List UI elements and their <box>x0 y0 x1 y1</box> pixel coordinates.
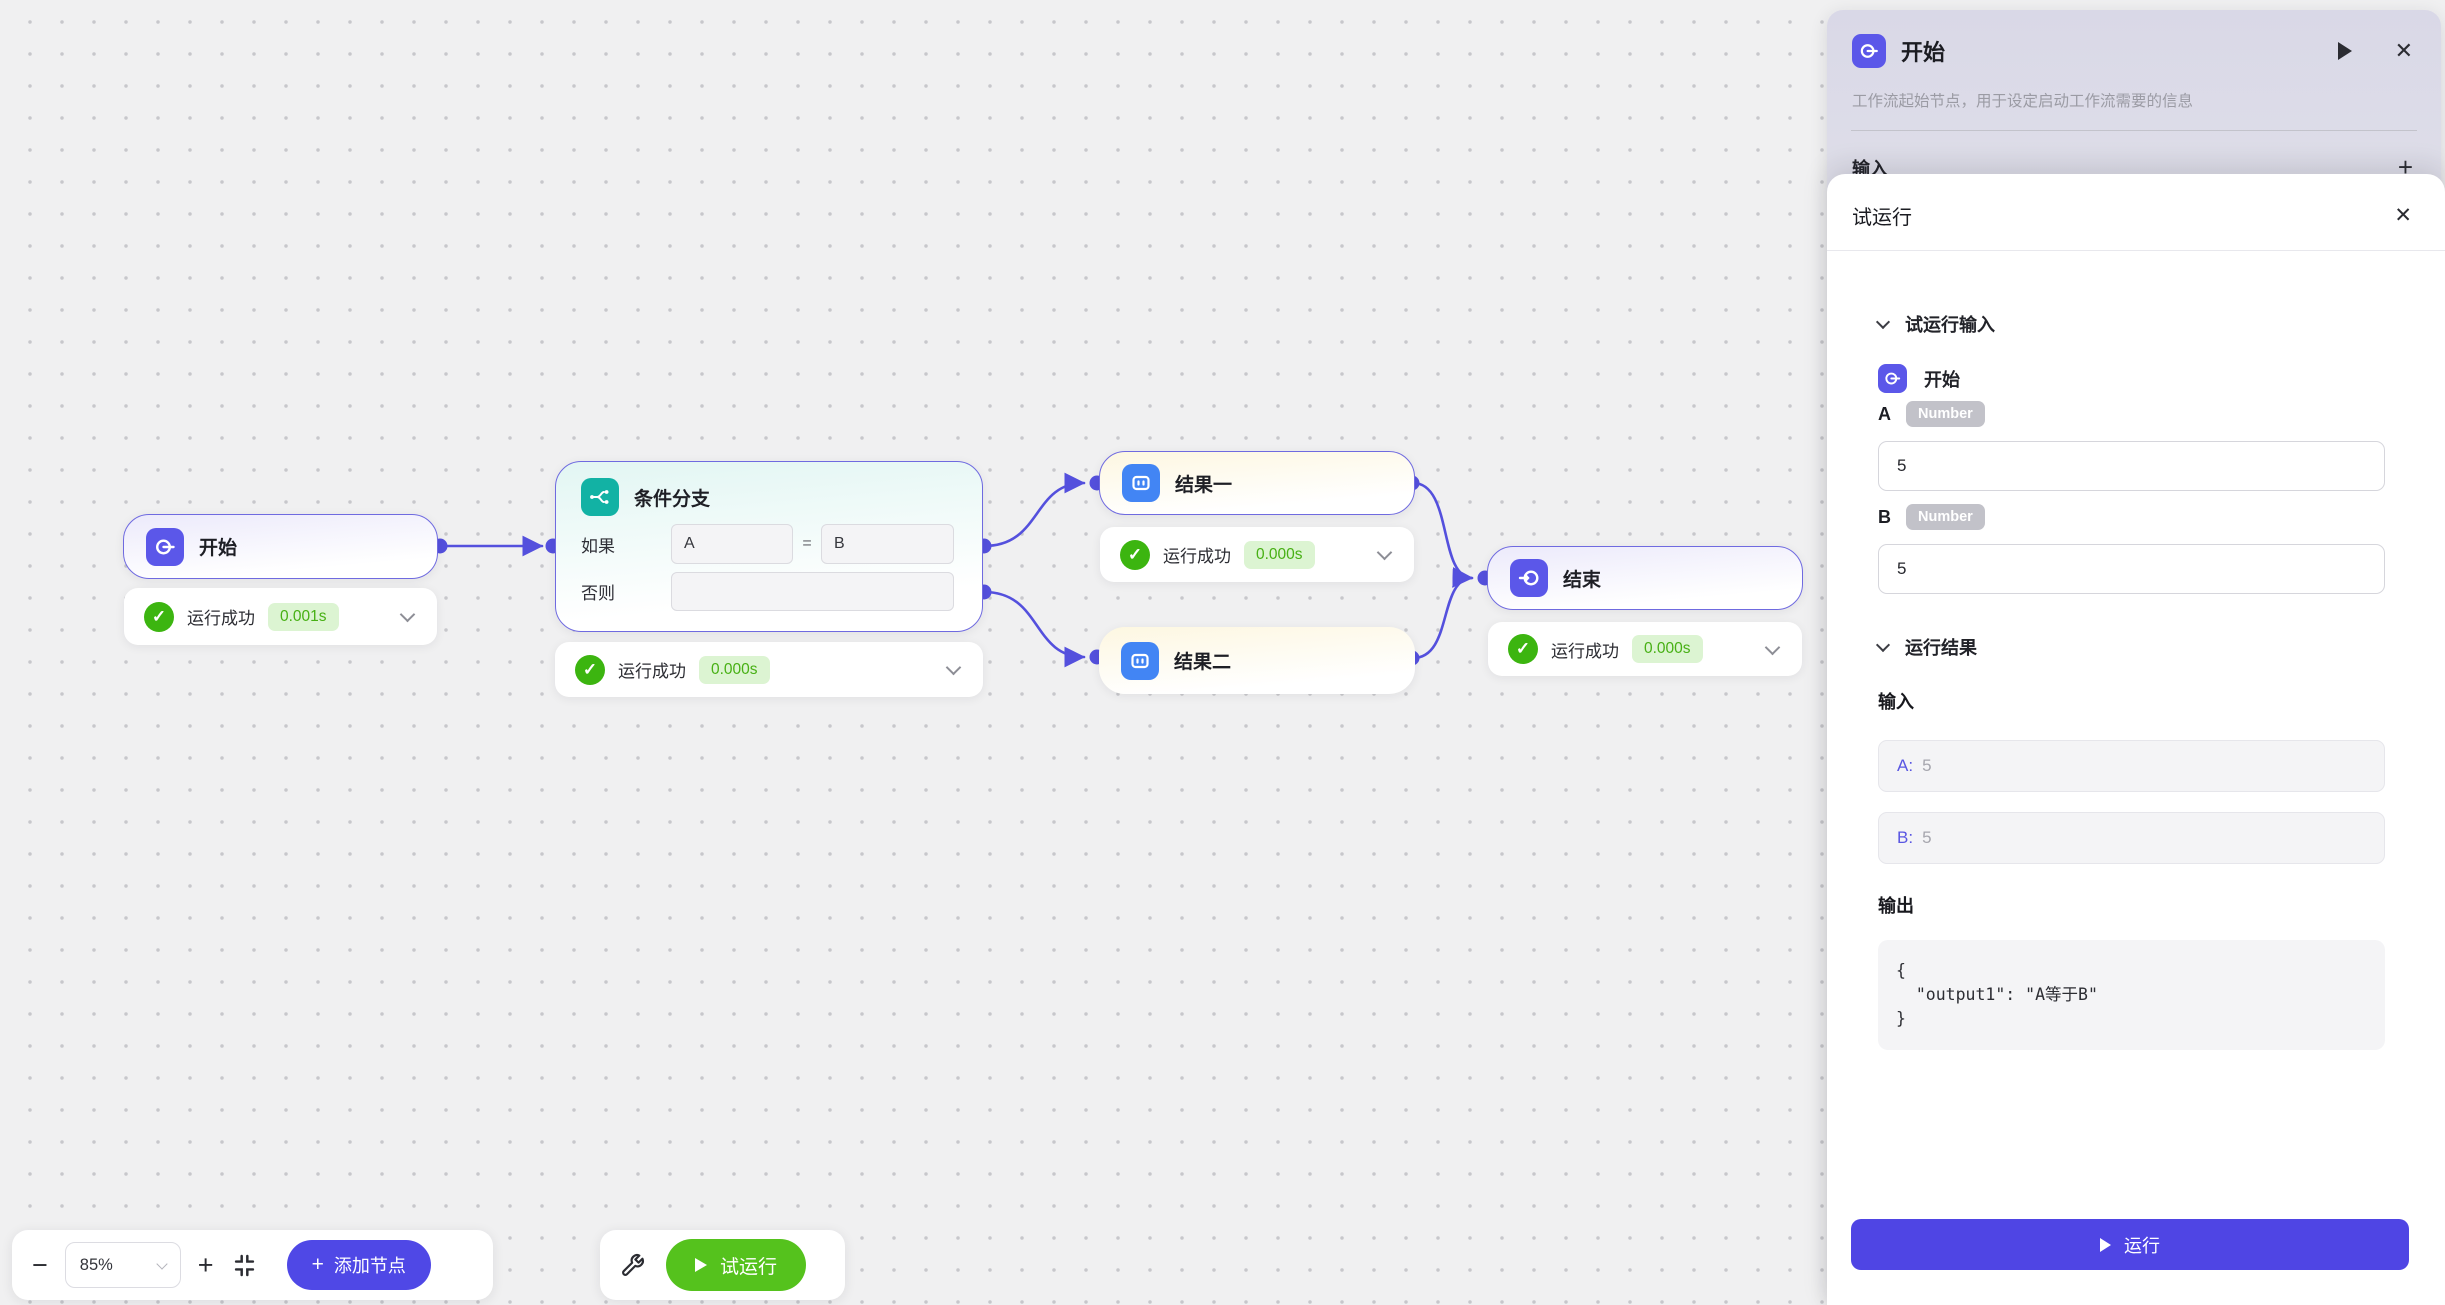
input-section-label: 输入 <box>1852 158 1888 179</box>
result-input-label: 输入 <box>1878 692 1914 712</box>
node-condition[interactable]: 条件分支 如果 A = B 否则 <box>555 461 983 632</box>
test-run-label: 试运行 <box>720 1256 778 1278</box>
field-name-b: B <box>1878 506 1891 527</box>
duration-badge: 0.000s <box>1632 635 1703 663</box>
divider <box>1827 250 2445 251</box>
status-card-condition[interactable]: ✓ 运行成功 0.000s <box>555 642 983 697</box>
else-label: 否则 <box>581 584 615 603</box>
test-run-title: 试运行 <box>1852 207 1912 229</box>
fit-view-button[interactable] <box>231 1252 258 1279</box>
panel-subtitle: 工作流起始节点，用于设定启动工作流需要的信息 <box>1852 93 2194 110</box>
run-button[interactable]: 运行 <box>1851 1219 2409 1270</box>
test-run-panel: 试运行 ✕ 试运行输入 开始 A Number B Number <box>1827 174 2445 1305</box>
close-icon[interactable]: ✕ <box>2394 204 2412 227</box>
node-result1[interactable]: 结果一 <box>1099 451 1415 515</box>
zoom-in-button[interactable]: + <box>197 1249 214 1280</box>
play-icon <box>695 1258 707 1272</box>
status-card-start[interactable]: ✓ 运行成功 0.001s <box>124 588 437 645</box>
add-node-button[interactable]: + 添加节点 <box>286 1240 431 1290</box>
status-card-end[interactable]: ✓ 运行成功 0.000s <box>1488 622 1802 676</box>
chevron-down-icon[interactable] <box>399 606 416 623</box>
node-result2[interactable]: 结果二 <box>1099 627 1415 694</box>
field-a-input[interactable] <box>1878 441 2385 491</box>
panel-title: 开始 <box>1901 40 1946 65</box>
start-power-icon <box>146 527 184 566</box>
test-run-button[interactable]: 试运行 <box>666 1239 807 1291</box>
zoom-level-select[interactable]: 85% <box>64 1242 181 1288</box>
node-start[interactable]: 开始 <box>123 514 438 579</box>
divider <box>1851 130 2417 131</box>
output-code-block: { "output1": "A等于B" } <box>1878 940 2385 1050</box>
status-text: 运行成功 <box>187 609 255 628</box>
canvas-toolbar: − 85% + + 添加节点 <box>12 1230 493 1300</box>
text-frame-icon <box>1122 464 1160 502</box>
node-title: 开始 <box>199 538 238 559</box>
check-icon: ✓ <box>144 601 174 632</box>
chevron-down-icon <box>156 1257 168 1270</box>
node-title: 结果二 <box>1174 652 1232 673</box>
add-node-label: 添加节点 <box>333 1256 406 1276</box>
duration-badge: 0.000s <box>1244 540 1315 569</box>
check-icon: ✓ <box>1120 539 1150 570</box>
result-input-b: B: 5 <box>1878 812 2385 864</box>
result-output-label: 输出 <box>1878 896 1914 916</box>
field-name-a: A <box>1878 403 1891 424</box>
panel-run-icon[interactable] <box>2337 42 2352 60</box>
run-toolbar: 试运行 <box>600 1230 845 1300</box>
condition-operand-b[interactable]: B <box>821 524 954 564</box>
run-result-section-toggle[interactable]: 运行结果 <box>1875 634 2385 660</box>
check-icon: ✓ <box>1508 634 1538 664</box>
duration-badge: 0.001s <box>268 602 339 631</box>
duration-badge: 0.000s <box>699 655 770 684</box>
operator-label: = <box>802 535 812 552</box>
check-icon: ✓ <box>575 654 605 685</box>
test-run-input-section-toggle[interactable]: 试运行输入 <box>1875 311 2385 337</box>
chevron-down-icon[interactable] <box>1376 544 1393 561</box>
chevron-down-icon <box>1875 314 1891 330</box>
status-card-result1[interactable]: ✓ 运行成功 0.000s <box>1100 527 1414 582</box>
close-icon[interactable]: ✕ <box>2394 38 2413 63</box>
condition-else-input[interactable] <box>671 572 954 611</box>
play-icon <box>2100 1237 2111 1252</box>
start-power-icon <box>1852 34 1886 68</box>
zoom-level-value: 85% <box>79 1255 113 1274</box>
type-badge: Number <box>1906 504 1985 530</box>
chevron-down-icon[interactable] <box>945 659 962 676</box>
text-frame-icon <box>1121 641 1159 680</box>
node-title: 结束 <box>1563 569 1602 591</box>
chevron-down-icon <box>1875 637 1891 653</box>
node-title: 结果一 <box>1175 474 1233 496</box>
branch-icon <box>581 478 619 516</box>
status-text: 运行成功 <box>1163 547 1231 566</box>
run-label: 运行 <box>2124 1235 2160 1256</box>
plus-icon: + <box>311 1253 324 1276</box>
status-text: 运行成功 <box>1551 641 1619 661</box>
if-label: 如果 <box>581 536 615 556</box>
zoom-out-button[interactable]: − <box>32 1249 48 1280</box>
wrench-icon[interactable] <box>620 1252 646 1278</box>
result-input-a: A: 5 <box>1878 740 2385 792</box>
node-title: 条件分支 <box>634 488 711 510</box>
chevron-down-icon[interactable] <box>1764 639 1781 655</box>
field-b-input[interactable] <box>1878 544 2385 594</box>
start-power-icon <box>1878 364 1907 393</box>
node-name: 开始 <box>1924 369 1960 390</box>
condition-operand-a[interactable]: A <box>671 524 793 564</box>
node-end[interactable]: 结束 <box>1487 546 1803 610</box>
end-arrow-icon <box>1510 559 1548 597</box>
status-text: 运行成功 <box>618 662 686 681</box>
type-badge: Number <box>1906 401 1985 427</box>
